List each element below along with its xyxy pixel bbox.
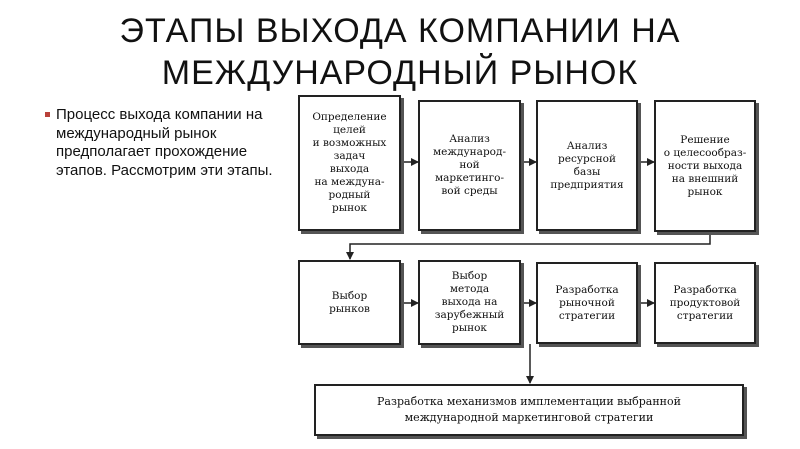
stage-box-product-strategy: Разработка продуктовой стратегии: [654, 262, 756, 344]
stage-box-goals: Определение целей и возможных задач выхо…: [298, 95, 401, 231]
bullet-square-icon: [45, 112, 50, 117]
bullet-list: Процесс выхода компании на международный…: [45, 106, 296, 180]
stage-box-implementation: Разработка механизмов имплементации выбр…: [314, 384, 744, 436]
stage-box-market-selection: Выбор рынков: [298, 260, 401, 345]
bullet-text: Процесс выхода компании на международный…: [56, 106, 273, 179]
stage-box-entry-method: Выбор метода выхода на зарубежный рынок: [418, 260, 521, 345]
stage-box-market-strategy: Разработка рыночной стратегии: [536, 262, 638, 344]
slide-title-line-2: МЕЖДУНАРОДНЫЙ РЫНОК: [161, 54, 639, 92]
stage-box-resource-analysis: Анализ ресурсной базы предприятия: [536, 100, 638, 231]
slide-title-line-1: ЭТАПЫ ВЫХОДА КОМПАНИИ НА: [119, 12, 681, 50]
stage-box-environment-analysis: Анализ международ- ной маркетинго- вой с…: [418, 100, 521, 231]
slide-title: ЭТАПЫ ВЫХОДА КОМПАНИИ НА МЕЖДУНАРОДНЫЙ Р…: [0, 10, 800, 94]
arrow-stage-4-to-5: [346, 232, 711, 260]
stage-box-entry-decision: Решение о целесообраз- ности выхода на в…: [654, 100, 756, 232]
